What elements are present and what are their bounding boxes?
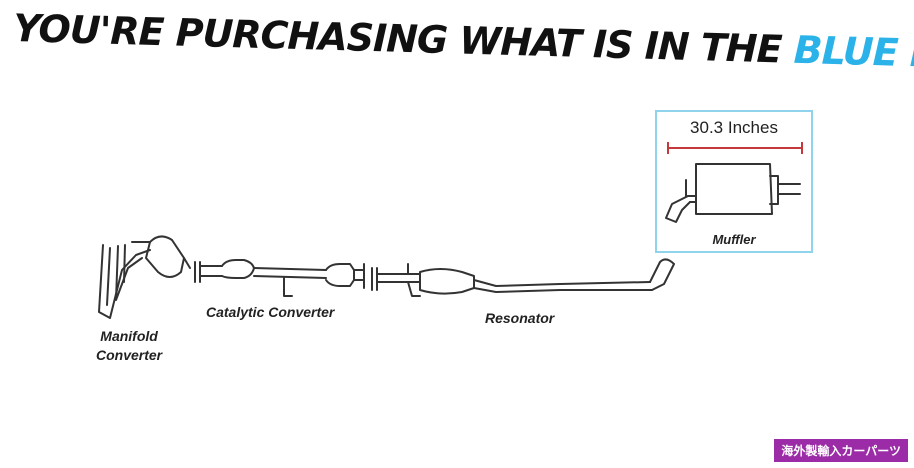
manifold-converter-label: Manifold Converter — [96, 327, 162, 365]
muffler-part — [665, 163, 801, 223]
dimension-line — [667, 142, 803, 154]
dimension-label: 30.3 Inches — [690, 118, 778, 137]
resonator-part — [371, 258, 675, 297]
shop-badge: 海外製輸入カーパーツ — [774, 439, 908, 462]
manifold-label-line2: Converter — [96, 347, 163, 363]
catalytic-converter-part — [194, 259, 365, 297]
catalytic-converter-label: Catalytic Converter — [206, 304, 335, 320]
muffler-label: Muffler — [712, 232, 756, 247]
blue-box-highlight — [655, 110, 813, 253]
manifold-label-line1: Manifold — [100, 328, 158, 344]
resonator-label: Resonator — [485, 310, 555, 326]
manifold-converter-part — [98, 235, 191, 319]
